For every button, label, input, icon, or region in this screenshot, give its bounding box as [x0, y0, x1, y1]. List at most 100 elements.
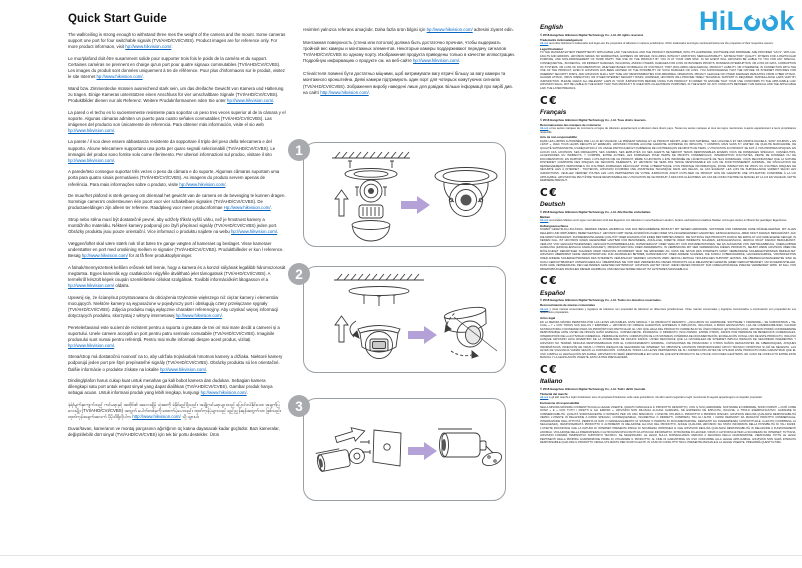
trademarks-paragraph: HiLook e gli altri marchi e loghi di Hik…: [540, 396, 796, 400]
disclaimer-paragraph: SOWEIT GESETZLICH ZULÄSSIG, WERDEN DIESE…: [540, 228, 796, 271]
hikvision-link[interactable]: hp://www.hikvision.com/: [81, 253, 128, 259]
disclaimer-paragraph: EN LA MEDIDA MÁXIMA PERMITIDA POR LAS LE…: [540, 320, 796, 360]
intro-paragraph: နံရံ/မျက်နှာကျက်သည် ကင်မရာနှင့် အထိုင်၏ …: [68, 402, 286, 420]
intro-paragraph: La pared o el techo es lo sucientemente …: [68, 110, 286, 134]
paragraph-text: Dinding/plafon harus cukup kuat untuk me…: [68, 378, 273, 396]
paragraph-text-tail: .: [142, 74, 144, 80]
paragraph-text: Стіна/стеля повинні бути достатньо міцни…: [303, 71, 513, 95]
hikvision-link[interactable]: hp://www.hikvision.com/: [426, 27, 473, 32]
paragraph-text: Strop nebo stěna musí být dostatečně pev…: [68, 217, 278, 235]
arrow-right-icon: [401, 196, 430, 214]
language-heading: Français: [540, 109, 567, 116]
paragraph-text: The wall/ceiling is strong enough to wit…: [68, 32, 286, 50]
paragraph-text-tail: .: [171, 44, 173, 50]
legal-section: C€ Italiano © 2018 Hangzhou Hikvision Di…: [540, 364, 796, 445]
intro-paragraph: Wand bzw. Zimmerdecke müssen ausreichend…: [68, 86, 286, 104]
trademarks-heading: Marken: [540, 214, 551, 219]
trademarks-heading: Trademarks Acknowledgement: [540, 37, 583, 42]
hikvision-link[interactable]: hp://www.hikvision.com/: [160, 366, 207, 372]
hilook-brand-link[interactable]: HiLook: [540, 127, 549, 131]
mounting-plate-and-turret: [334, 286, 410, 359]
step-number-badge: 3: [288, 395, 310, 417]
hikvision-link[interactable]: http://www.hikvision.com/: [320, 89, 369, 95]
hikvision-link[interactable]: hp://www.hikvision.com/: [175, 312, 222, 318]
trademarks-paragraph: HiLook y otras marcas comerciales y logo…: [540, 308, 796, 315]
hikvision-link[interactable]: hp://www.hikvision.com/: [200, 390, 247, 396]
intro-paragraph: A falnak/mennyezetnek kellően erősnek ke…: [68, 265, 286, 289]
page-edge-line: [0, 555, 802, 556]
adjusted-turret-camera: [443, 306, 498, 359]
bullet-camera-and-plate: [315, 429, 402, 472]
hikvision-link[interactable]: hp://www.hikvision.com/: [227, 97, 274, 103]
diagram-panel-dome: 1: [288, 139, 506, 247]
middle-column: resimleri yalnızca referans amaçlıdır. D…: [303, 27, 515, 103]
paragraph-text: La pared o el techo es lo sucientemente …: [68, 109, 286, 127]
paragraph-text: Væggen/loftet skal være stærk nok til at…: [68, 240, 284, 259]
hilook-brand-link[interactable]: HiLook: [540, 396, 549, 400]
disclaimer-heading: Aviso legal: [540, 316, 556, 321]
hikvision-link[interactable]: http://www.hikvision.com/: [132, 414, 181, 420]
rotate-arrow-icon: [450, 350, 476, 357]
intro-paragraphs: The wall/ceiling is strong enough to wit…: [68, 32, 286, 438]
paragraph-text-tail: for at få flere produktoplysninger.: [127, 253, 193, 259]
disclaimer-paragraph: NELLA MISURA MASSIMA CONSENTITA DALLA LE…: [540, 405, 796, 445]
language-heading: Italiano: [540, 378, 563, 386]
exploded-dome-camera: [334, 160, 398, 242]
ce-mark-icon: C€: [540, 363, 559, 376]
paragraph-text: Stena/strop má dostatočnú nosnosť na to,…: [68, 354, 283, 372]
paragraph-text-tail: .: [368, 89, 370, 95]
hikvision-link[interactable]: hp://www.hikvision.com/: [68, 282, 115, 288]
trademarks-heading: Reconocimiento de marcas comerciales: [540, 303, 596, 308]
paragraph-text: A parede/teto consegue suportar três vez…: [68, 169, 280, 187]
trademarks-heading: Reconnaissance des marques de commerce: [540, 122, 601, 127]
intro-paragraph: La parete / il soo deve essere abbastanz…: [68, 139, 286, 163]
language-heading: English: [540, 24, 564, 31]
arrow-right-icon: [408, 442, 437, 460]
paragraph-text: De muur/het plafond is sterk genoeg om d…: [68, 193, 286, 211]
legal-section: English © 2018 Hangzhou Hikvision Digita…: [540, 24, 796, 91]
hikvision-link[interactable]: hp://www.hikvision.com/: [68, 127, 115, 133]
logo-o-icon: [744, 15, 761, 31]
hikvision-link[interactable]: hp://www.hikvision.com/: [96, 74, 143, 80]
paragraph-text-tail: oldalra.: [114, 282, 130, 288]
hikvision-link[interactable]: hp://www.hikvision.com/: [68, 157, 115, 163]
intro-paragraph: Strop nebo stěna musí být dostatečně pev…: [68, 217, 286, 235]
paragraph-text-tail: .: [114, 157, 116, 163]
translation-paragraph: Монтажная поверхность (стена или потолок…: [303, 40, 515, 64]
copyright-line: © 2018 Hangzhou Hikvision Digital Techno…: [540, 117, 647, 122]
intro-paragraph: Duvar/tavan, kameranın ve montaj parçası…: [68, 426, 286, 438]
paragraph-text: Wand bzw. Zimmerdecke müssen ausreichend…: [68, 85, 284, 103]
paragraph-text-tail: .: [221, 312, 223, 318]
hikvision-link[interactable]: Hp://www.hikvision.com/: [223, 205, 271, 211]
hikvision-link[interactable]: hp://www.hikvision.com/: [68, 342, 115, 348]
hikvision-link[interactable]: hp://www.hikvision.com/: [231, 229, 278, 235]
intro-paragraph: Dinding/plafon harus cukup kuat untuk me…: [68, 378, 286, 396]
paragraph-text: La parete / il soo deve essere abbastanz…: [68, 139, 276, 157]
ceiling-hatch-icon: [332, 151, 410, 159]
trademarks-heading: Titolarità dei marchi: [540, 392, 568, 397]
hilook-brand-link[interactable]: HiLook: [540, 42, 549, 46]
paragraph-text-tail: သို့ သွားပါ။: [180, 414, 200, 420]
hikvision-link[interactable]: hp://www.hikvision.com/: [125, 44, 172, 50]
trademarks-paragraph: HiLook und andere Marken und Logos von H…: [540, 219, 796, 223]
hikvision-link[interactable]: hp://www.hikvision.com/: [179, 181, 226, 187]
trademarks-text: and other Hikvision's trademarks and log…: [548, 42, 774, 46]
hikvision-link[interactable]: hp://www.hikvision.com/: [413, 58, 460, 64]
legal-section: C€ Deutsch © 2018 Hangzhou Hikvision Dig…: [540, 187, 796, 272]
rotate-arrow-icon: [349, 320, 357, 338]
hilook-brand-link[interactable]: HiLook: [540, 307, 549, 311]
paragraph-text: A falnak/mennyezetnek kellően erősnek ke…: [68, 264, 286, 282]
arrow-up-icon: [334, 315, 349, 343]
paragraph-text-tail: .: [459, 58, 461, 64]
disclaimer-heading: Esclusione di responsabilità: [540, 401, 580, 406]
translation-paragraphs: resimleri yalnızca referans amaçlıdır. D…: [303, 27, 515, 96]
disclaimer-heading: Legal Disclaimer: [540, 46, 563, 51]
hilook-brand-link[interactable]: HiLook: [540, 219, 549, 223]
logo-text-left: HiL: [699, 6, 744, 36]
mounted-dome-camera: [434, 167, 498, 217]
trademarks-text: y otras marcas comerciales y logotipos d…: [540, 307, 796, 315]
paragraph-text-tail: .: [277, 229, 279, 235]
paragraph-text-tail: .: [270, 205, 272, 211]
bullet-camera-diagram: [315, 427, 503, 472]
